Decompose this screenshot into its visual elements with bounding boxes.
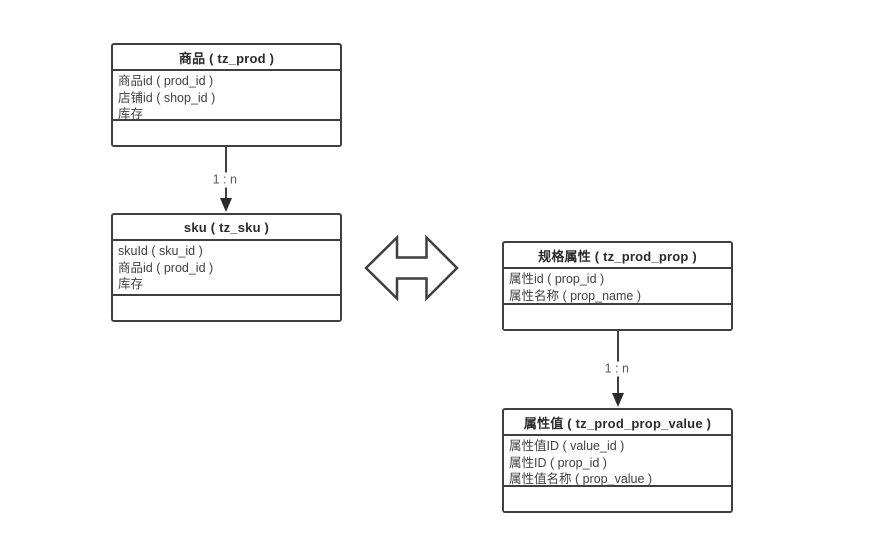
table-fields: skuId ( sku_id ) 商品id ( prod_id ) 库存 <box>113 241 340 296</box>
table-field: 商品id ( prod_id ) <box>118 74 214 88</box>
arrowhead-down-icon <box>220 198 232 212</box>
table-field: 库存 <box>118 277 144 291</box>
table-field: 库存 <box>118 107 144 121</box>
cardinality-label: 1 : n <box>209 172 240 188</box>
table-empty-section <box>504 487 731 511</box>
double-horizontal-arrow-icon[interactable] <box>364 234 459 302</box>
table-field: 属性名称 ( prop_name ) <box>509 288 641 303</box>
table-field: 属性ID ( prop_id ) <box>509 455 607 470</box>
table-fields: 商品id ( prod_id ) 店铺id ( shop_id ) 库存 <box>113 71 340 121</box>
table-fields: 属性值ID ( value_id ) 属性ID ( prop_id ) 属性值名… <box>504 436 731 487</box>
table-title: 规格属性 ( tz_prod_prop ) <box>504 243 731 269</box>
cardinality-label: 1 : n <box>601 361 632 377</box>
table-title: 商品 ( tz_prod ) <box>113 45 340 71</box>
table-field: 商品id ( prod_id ) <box>118 260 214 275</box>
entity-table-sku[interactable]: sku ( tz_sku ) skuId ( sku_id ) 商品id ( p… <box>111 213 342 322</box>
table-field: 属性id ( prop_id ) <box>509 272 605 286</box>
table-fields: 属性id ( prop_id ) 属性名称 ( prop_name ) <box>504 269 731 305</box>
table-field: skuId ( sku_id ) <box>118 244 203 258</box>
table-field: 店铺id ( shop_id ) <box>118 90 216 105</box>
table-title: 属性值 ( tz_prod_prop_value ) <box>504 410 731 436</box>
entity-table-prod-prop-value[interactable]: 属性值 ( tz_prod_prop_value ) 属性值ID ( value… <box>502 408 733 513</box>
arrowhead-down-icon <box>612 393 624 407</box>
entity-table-prod-prop[interactable]: 规格属性 ( tz_prod_prop ) 属性id ( prop_id ) 属… <box>502 241 733 331</box>
table-empty-section <box>504 305 731 329</box>
table-empty-section <box>113 296 340 320</box>
table-empty-section <box>113 121 340 145</box>
table-field: 属性值ID ( value_id ) <box>509 439 625 453</box>
table-title: sku ( tz_sku ) <box>113 215 340 241</box>
table-field: 属性值名称 ( prop_value ) <box>509 472 653 486</box>
entity-table-prod[interactable]: 商品 ( tz_prod ) 商品id ( prod_id ) 店铺id ( s… <box>111 43 342 147</box>
